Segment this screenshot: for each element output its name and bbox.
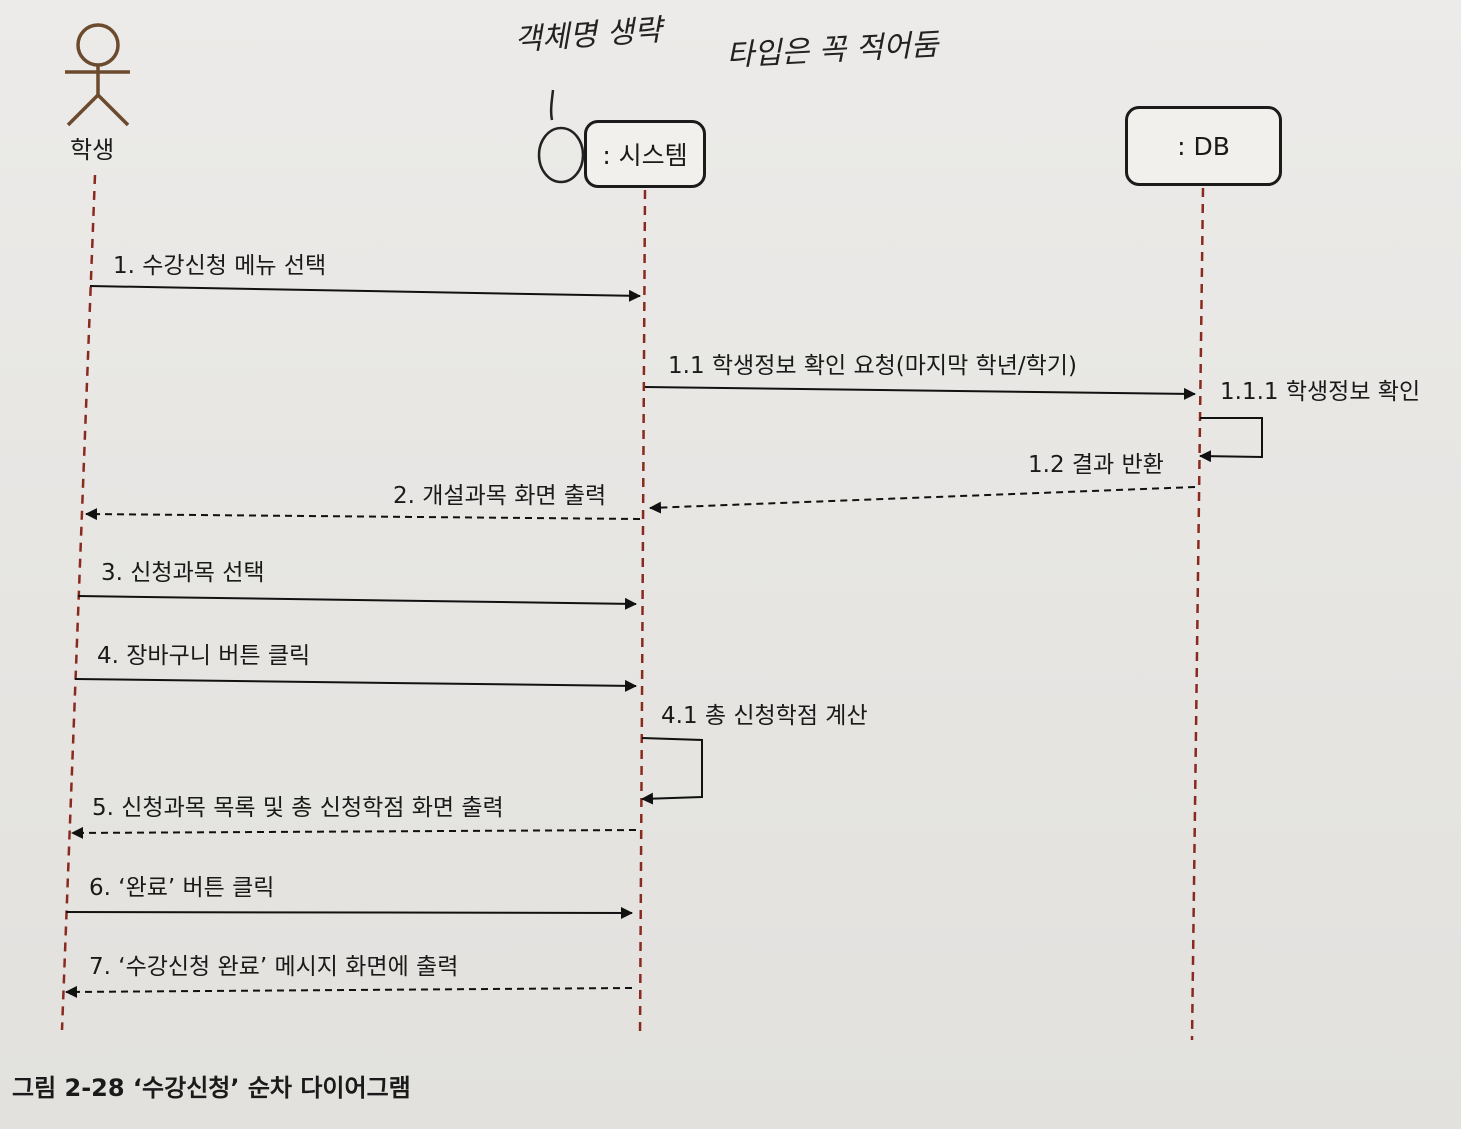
msg-arrow-1-1	[644, 386, 1196, 400]
message-label-1-1: 1.1 학생정보 확인 요청(마지막 학년/학기)	[668, 353, 1077, 379]
actor-icon	[65, 23, 130, 127]
message-label-6: 6. ‘완료’ 버튼 클릭	[89, 875, 275, 901]
actor-label: 학생	[70, 136, 115, 164]
msg-arrow-2b	[85, 508, 641, 521]
message-label-4-1: 4.1 총 신청학점 계산	[661, 703, 868, 729]
handwritten-circle	[537, 89, 585, 184]
message-label-3: 3. 신청과목 선택	[101, 560, 265, 586]
figure-caption: 그림 2-28 ‘수강신청’ 순차 다이어그램	[12, 1074, 411, 1102]
object-system: : 시스템	[584, 120, 706, 188]
lifeline-db	[1190, 187, 1205, 1041]
msg-arrow-2	[649, 486, 1196, 514]
message-label-4: 4. 장바구니 버튼 클릭	[97, 643, 311, 669]
message-label-1-2: 1.2 결과 반환	[1028, 452, 1164, 478]
lifeline-system	[638, 189, 647, 1036]
msg-arrow-3	[77, 595, 637, 610]
message-label-5: 5. 신청과목 목록 및 총 신청학점 화면 출력	[92, 795, 504, 821]
msg-arrow-1	[89, 285, 641, 302]
msg-arrow-4-1	[641, 737, 703, 805]
object-db: : DB	[1125, 106, 1282, 186]
msg-arrow-4	[74, 678, 637, 692]
message-label-1: 1. 수강신청 메뉴 선택	[113, 253, 327, 279]
msg-arrow-1-1-1	[1199, 417, 1263, 463]
msg-arrow-5	[71, 826, 637, 839]
message-label-1-1-1: 1.1.1 학생정보 확인	[1220, 379, 1421, 405]
msg-arrow-7	[65, 985, 633, 998]
msg-arrow-6	[65, 906, 633, 919]
message-label-2: 2. 개설과목 화면 출력	[393, 483, 607, 509]
message-label-7: 7. ‘수강신청 완료’ 메시지 화면에 출력	[89, 954, 459, 980]
